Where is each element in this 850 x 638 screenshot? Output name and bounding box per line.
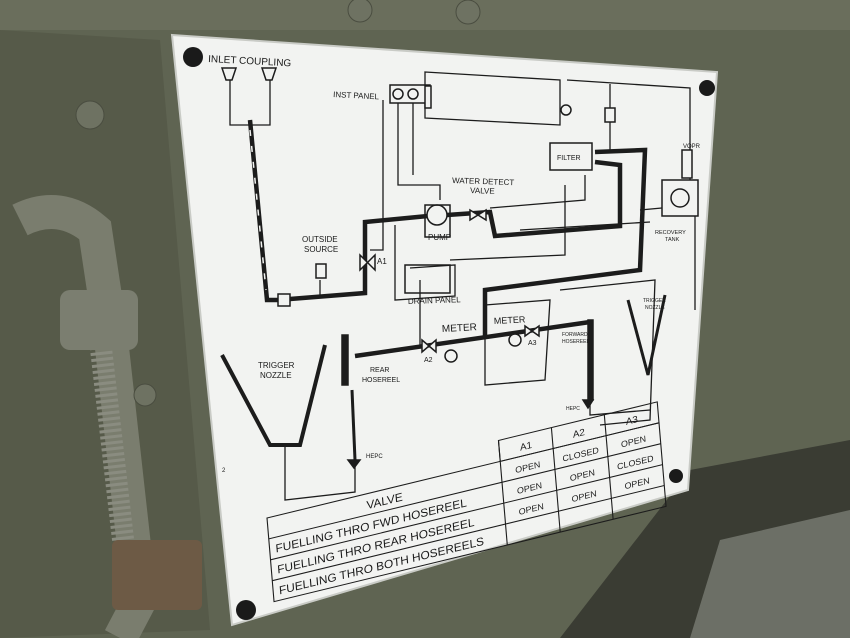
label-source: SOURCE [304, 245, 338, 254]
label-rear-hosereel: HOSEREEL [362, 377, 400, 384]
label-nozzle: NOZZLE [260, 371, 292, 380]
label-water-detect-valve: VALVE [470, 186, 495, 196]
plate-screw [183, 47, 203, 67]
label-water-detect: WATER DETECT [452, 176, 515, 187]
hepc-nozzle-icon [346, 459, 362, 470]
corner-mark: 2 [222, 468, 226, 474]
vopr-icon [681, 149, 693, 179]
table-header-a2: A2 [573, 427, 586, 441]
housing-bolt [347, 0, 373, 23]
label-tank: TANK [665, 237, 680, 243]
inlet-coupling-icon [260, 67, 278, 81]
rear-hosereel-icon [341, 334, 349, 386]
table-grid [266, 401, 667, 603]
recovery-tank-window [670, 188, 690, 208]
filter-gauge-icon [560, 104, 572, 116]
plate-screw [699, 80, 715, 96]
label-filter: FILTER [557, 155, 581, 162]
drain-panel-box [404, 264, 451, 294]
label-a1: A1 [377, 257, 387, 266]
switch-icon [604, 107, 616, 123]
trigger-nozzle-hose [220, 344, 327, 447]
plate-screw [236, 600, 256, 620]
pump-icon [426, 204, 448, 226]
label-meter: METER [494, 314, 526, 326]
inlet-coupling-icon [220, 67, 238, 81]
label-rear: REAR [370, 367, 389, 374]
label-inst-panel: INST PANEL [333, 90, 380, 101]
label-pump: PUMP [428, 233, 451, 242]
schematic-components [220, 67, 699, 470]
label-drain-panel: DRAIN PANEL [408, 295, 462, 306]
label-inlet-coupling: INLET COUPLING [208, 54, 292, 69]
valve-a3-icon [524, 324, 540, 338]
label-hepc: HEPC [566, 406, 580, 412]
label-nozzle: NOZZLE [645, 305, 665, 311]
label-outside: OUTSIDE [302, 235, 338, 244]
table-header-a1: A1 [520, 440, 533, 454]
label-trigger: TRIGGER [643, 298, 666, 304]
label-a2: A2 [424, 357, 433, 364]
dashed-inlet-highlight [249, 129, 267, 291]
gauge-icon [407, 88, 419, 100]
meter-icon [444, 349, 458, 363]
pump-box [424, 204, 451, 238]
filter-icon [549, 142, 593, 171]
label-meter: METER [442, 322, 478, 335]
sight-glass-icon [424, 85, 432, 109]
housing-top-edge [0, 0, 850, 30]
label-recovery: RECOVERY [655, 230, 686, 236]
schematic-labels: INLET COUPLING INST PANEL WATER DETECT V… [208, 54, 701, 474]
label-trigger: TRIGGER [258, 361, 295, 370]
housing-bolt [455, 0, 481, 25]
hepc-nozzle-icon [581, 399, 595, 410]
label-forward-hosereel: HOSEREEL [562, 339, 589, 345]
forward-hosereel-icon [587, 319, 594, 401]
valve-a2-icon [421, 338, 437, 354]
water-detect-valve-icon [469, 208, 487, 222]
trigger-nozzle-hose [626, 294, 667, 376]
conduit-coupling [60, 290, 138, 350]
valve-a1-icon [359, 253, 376, 272]
outside-source-icon [315, 263, 327, 279]
label-vopr: VOPR [683, 144, 701, 150]
table-header-a3: A3 [625, 414, 638, 428]
gauge-icon [392, 88, 404, 100]
plate-screw [669, 469, 683, 483]
hepc-hose [350, 389, 357, 461]
undercarriage-bracket [690, 510, 850, 638]
rusty-clamp [112, 540, 202, 610]
coupling-icon [277, 293, 291, 307]
label-hepc: HEPC [366, 454, 383, 460]
label-a3: A3 [528, 340, 537, 347]
instruction-plate [170, 33, 719, 627]
housing-bolt [133, 383, 157, 407]
conduit-pipe [12, 195, 158, 638]
meter-icon [508, 333, 522, 347]
label-forward: FORWARD [562, 332, 588, 338]
housing-bolt [75, 100, 105, 130]
